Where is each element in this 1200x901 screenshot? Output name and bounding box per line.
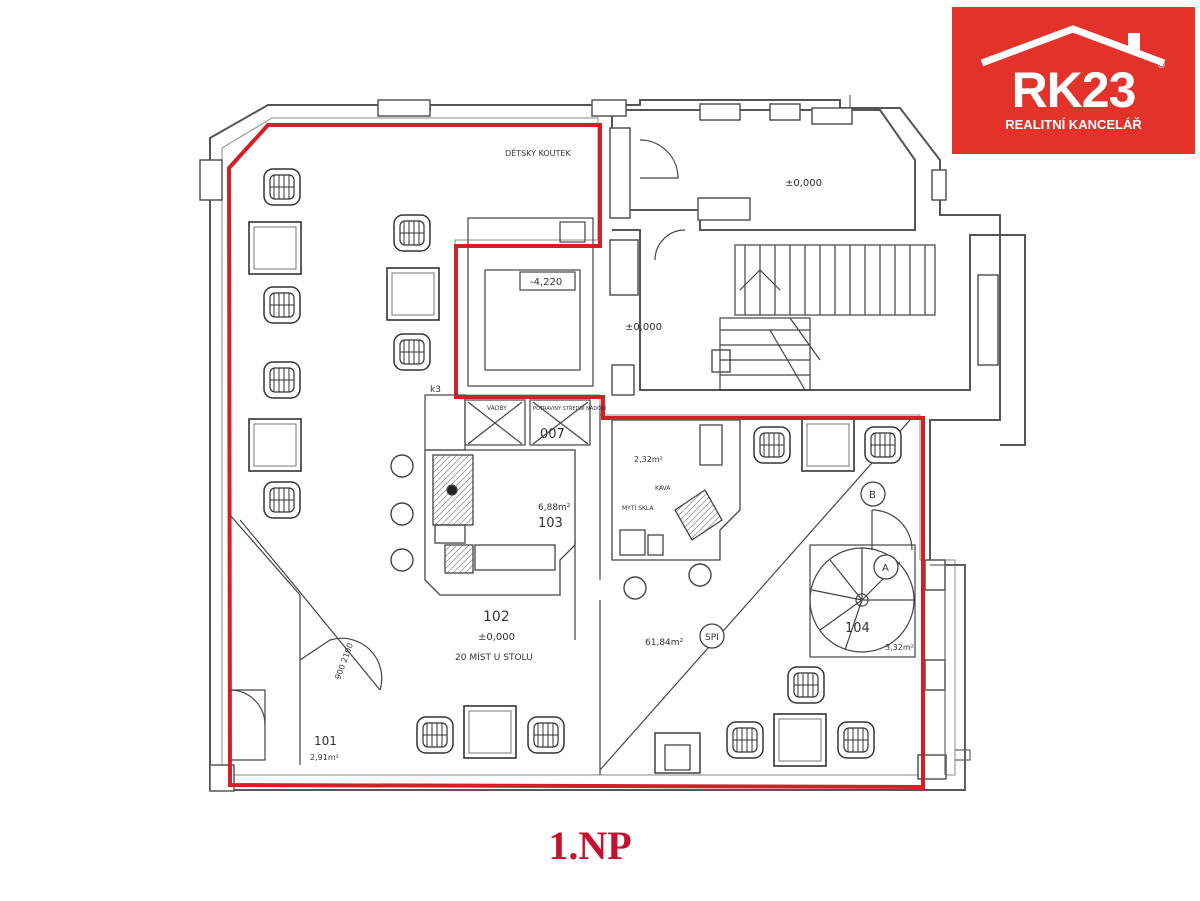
label-level-middle: ±0,000 bbox=[625, 322, 662, 333]
brand-logo: RK23 ® REALITNÍ KANCELÁŘ bbox=[952, 7, 1195, 154]
logo-subtitle: REALITNÍ KANCELÁŘ bbox=[1005, 117, 1142, 132]
label-k3: k3 bbox=[430, 385, 441, 395]
label-kids-corner: DĚTSKÝ KOUTEK bbox=[505, 147, 571, 158]
furniture bbox=[248, 168, 902, 774]
label-level-shaft: -4,220 bbox=[530, 277, 562, 288]
label-area-main: 61,84m² bbox=[645, 638, 684, 648]
label-seats: 20 MÍST U STOLU bbox=[455, 651, 533, 663]
doors bbox=[229, 139, 686, 761]
floor-caption: 1.NP bbox=[548, 823, 632, 868]
label-marker-a: A bbox=[882, 563, 889, 574]
spiral-staircase bbox=[809, 509, 916, 658]
bar-stools bbox=[390, 454, 712, 600]
exterior-lines bbox=[849, 95, 971, 790]
label-spi: SPI bbox=[705, 633, 719, 643]
service-rooms bbox=[424, 394, 601, 775]
unit-boundary bbox=[226, 123, 925, 790]
section-markers bbox=[699, 481, 899, 649]
label-vadby: VÁDBY bbox=[487, 405, 507, 412]
house-roof-icon bbox=[980, 25, 1166, 67]
label-fan-room: POTRAVINY STŘEDNÍ NÁDOBÍ bbox=[533, 404, 607, 412]
label-room-104: 104 bbox=[845, 621, 870, 636]
label-door-dim: 900 2100 bbox=[333, 642, 355, 681]
bar-counter bbox=[424, 449, 576, 596]
label-marker-b: B bbox=[869, 490, 876, 501]
label-mycka: MYTÍ SKLA bbox=[622, 505, 654, 512]
label-room-103: 103 bbox=[538, 516, 563, 531]
label-area-103: 6,88m² bbox=[538, 503, 571, 513]
coffee-counter bbox=[611, 419, 741, 561]
label-room-101: 101 bbox=[314, 734, 337, 748]
logo-brand-text: RK23 bbox=[1011, 62, 1137, 118]
label-area-104: 3,32m² bbox=[885, 643, 914, 652]
diagonals bbox=[229, 419, 911, 771]
label-area-small: 2,32m² bbox=[634, 455, 663, 464]
label-kava: KÁVA bbox=[655, 485, 671, 492]
label-room-007: 007 bbox=[540, 427, 565, 442]
label-room-102: 102 bbox=[483, 609, 510, 625]
label-level-102: ±0,000 bbox=[478, 632, 515, 643]
logo-registered-mark: ® bbox=[1157, 61, 1166, 71]
label-area-101: 2,91m² bbox=[310, 753, 339, 762]
label-level-entrance: ±0,000 bbox=[785, 178, 822, 189]
inner-shaft bbox=[467, 217, 594, 387]
staircase bbox=[719, 244, 936, 391]
